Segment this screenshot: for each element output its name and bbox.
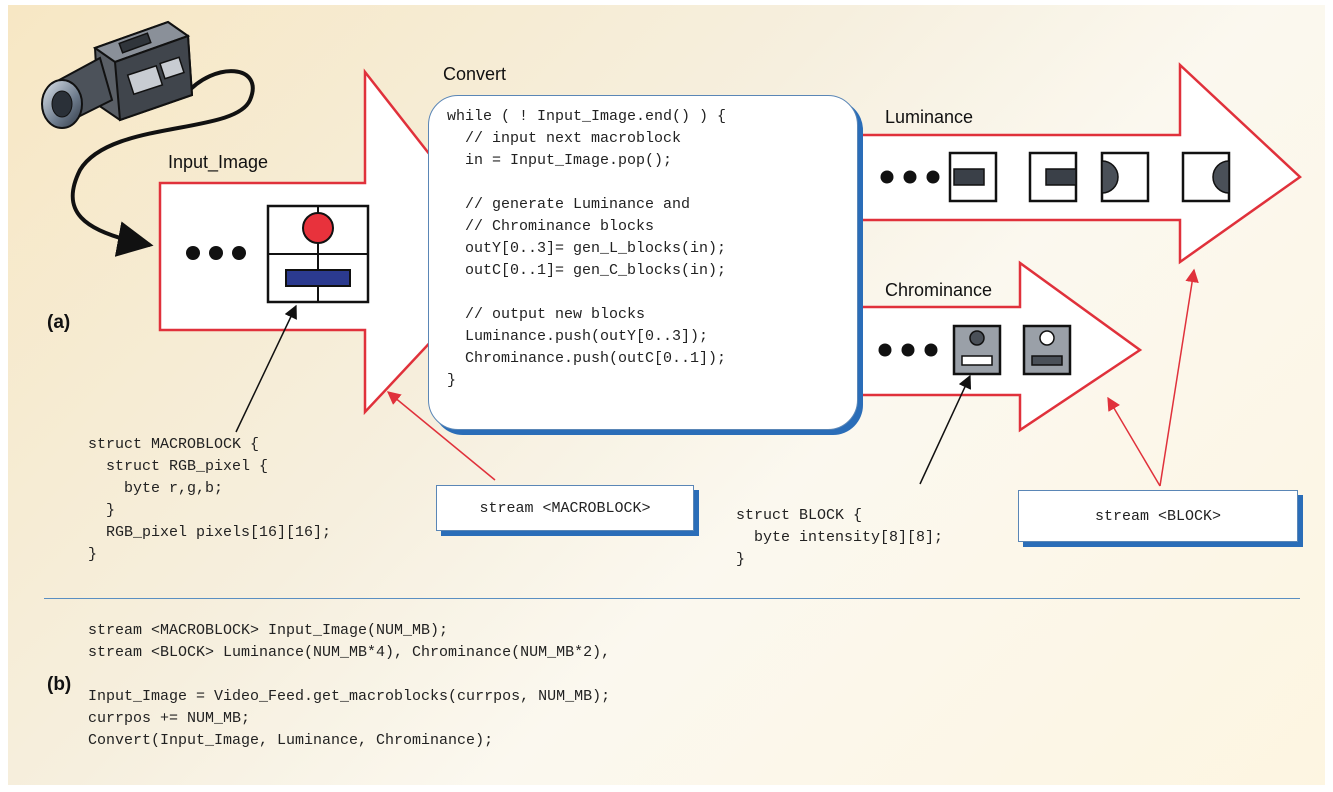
luminance-block-2 [1028, 151, 1078, 203]
section-divider [44, 598, 1300, 599]
convert-label: Convert [443, 64, 507, 84]
part-b-label: (b) [47, 674, 72, 695]
macroblock-struct-leader [235, 304, 297, 433]
stream-macroblock-text: stream <MACROBLOCK> [479, 499, 651, 517]
convert-kernel-box: while ( ! Input_Image.end() ) { // input… [428, 95, 858, 430]
chrominance-label: Chrominance [885, 280, 993, 300]
chrominance-block-1 [952, 324, 1002, 376]
luminance-ellipsis-dots [880, 170, 940, 184]
macroblock-blue-bar [285, 269, 351, 287]
stream-block-connector-luminance [1159, 268, 1199, 487]
macroblock-grid [266, 204, 370, 304]
stream-block-text: stream <BLOCK> [1094, 507, 1222, 525]
macroblock-red-circle [302, 212, 334, 244]
part-b-code: stream <MACROBLOCK> Input_Image(NUM_MB);… [88, 622, 611, 749]
stream-block-box: stream <BLOCK> [1018, 490, 1298, 542]
camera-cable [70, 69, 255, 257]
input-image-label: Input_Image [168, 152, 269, 172]
luminance-block-1 [948, 151, 998, 203]
luminance-block-4 [1181, 151, 1231, 203]
stream-macroblock-box: stream <MACROBLOCK> [436, 485, 694, 531]
stream-block-connector-chrominance [1107, 396, 1161, 487]
input-ellipsis-dots [186, 246, 246, 260]
stream-macroblock-connector [386, 391, 496, 481]
chrominance-block-2 [1022, 324, 1072, 376]
convert-kernel-code: while ( ! Input_Image.end() ) { // input… [447, 108, 727, 389]
part-a-label: (a) [47, 312, 71, 333]
chrominance-ellipsis-dots [878, 343, 938, 357]
luminance-label: Luminance [885, 107, 974, 127]
macroblock-struct-code: struct MACROBLOCK { struct RGB_pixel { b… [88, 436, 332, 563]
video-camera-icon [41, 20, 194, 129]
block-struct-code: struct BLOCK { byte intensity[8][8]; } [736, 507, 944, 568]
luminance-block-3 [1100, 151, 1150, 203]
block-struct-leader [919, 374, 972, 485]
